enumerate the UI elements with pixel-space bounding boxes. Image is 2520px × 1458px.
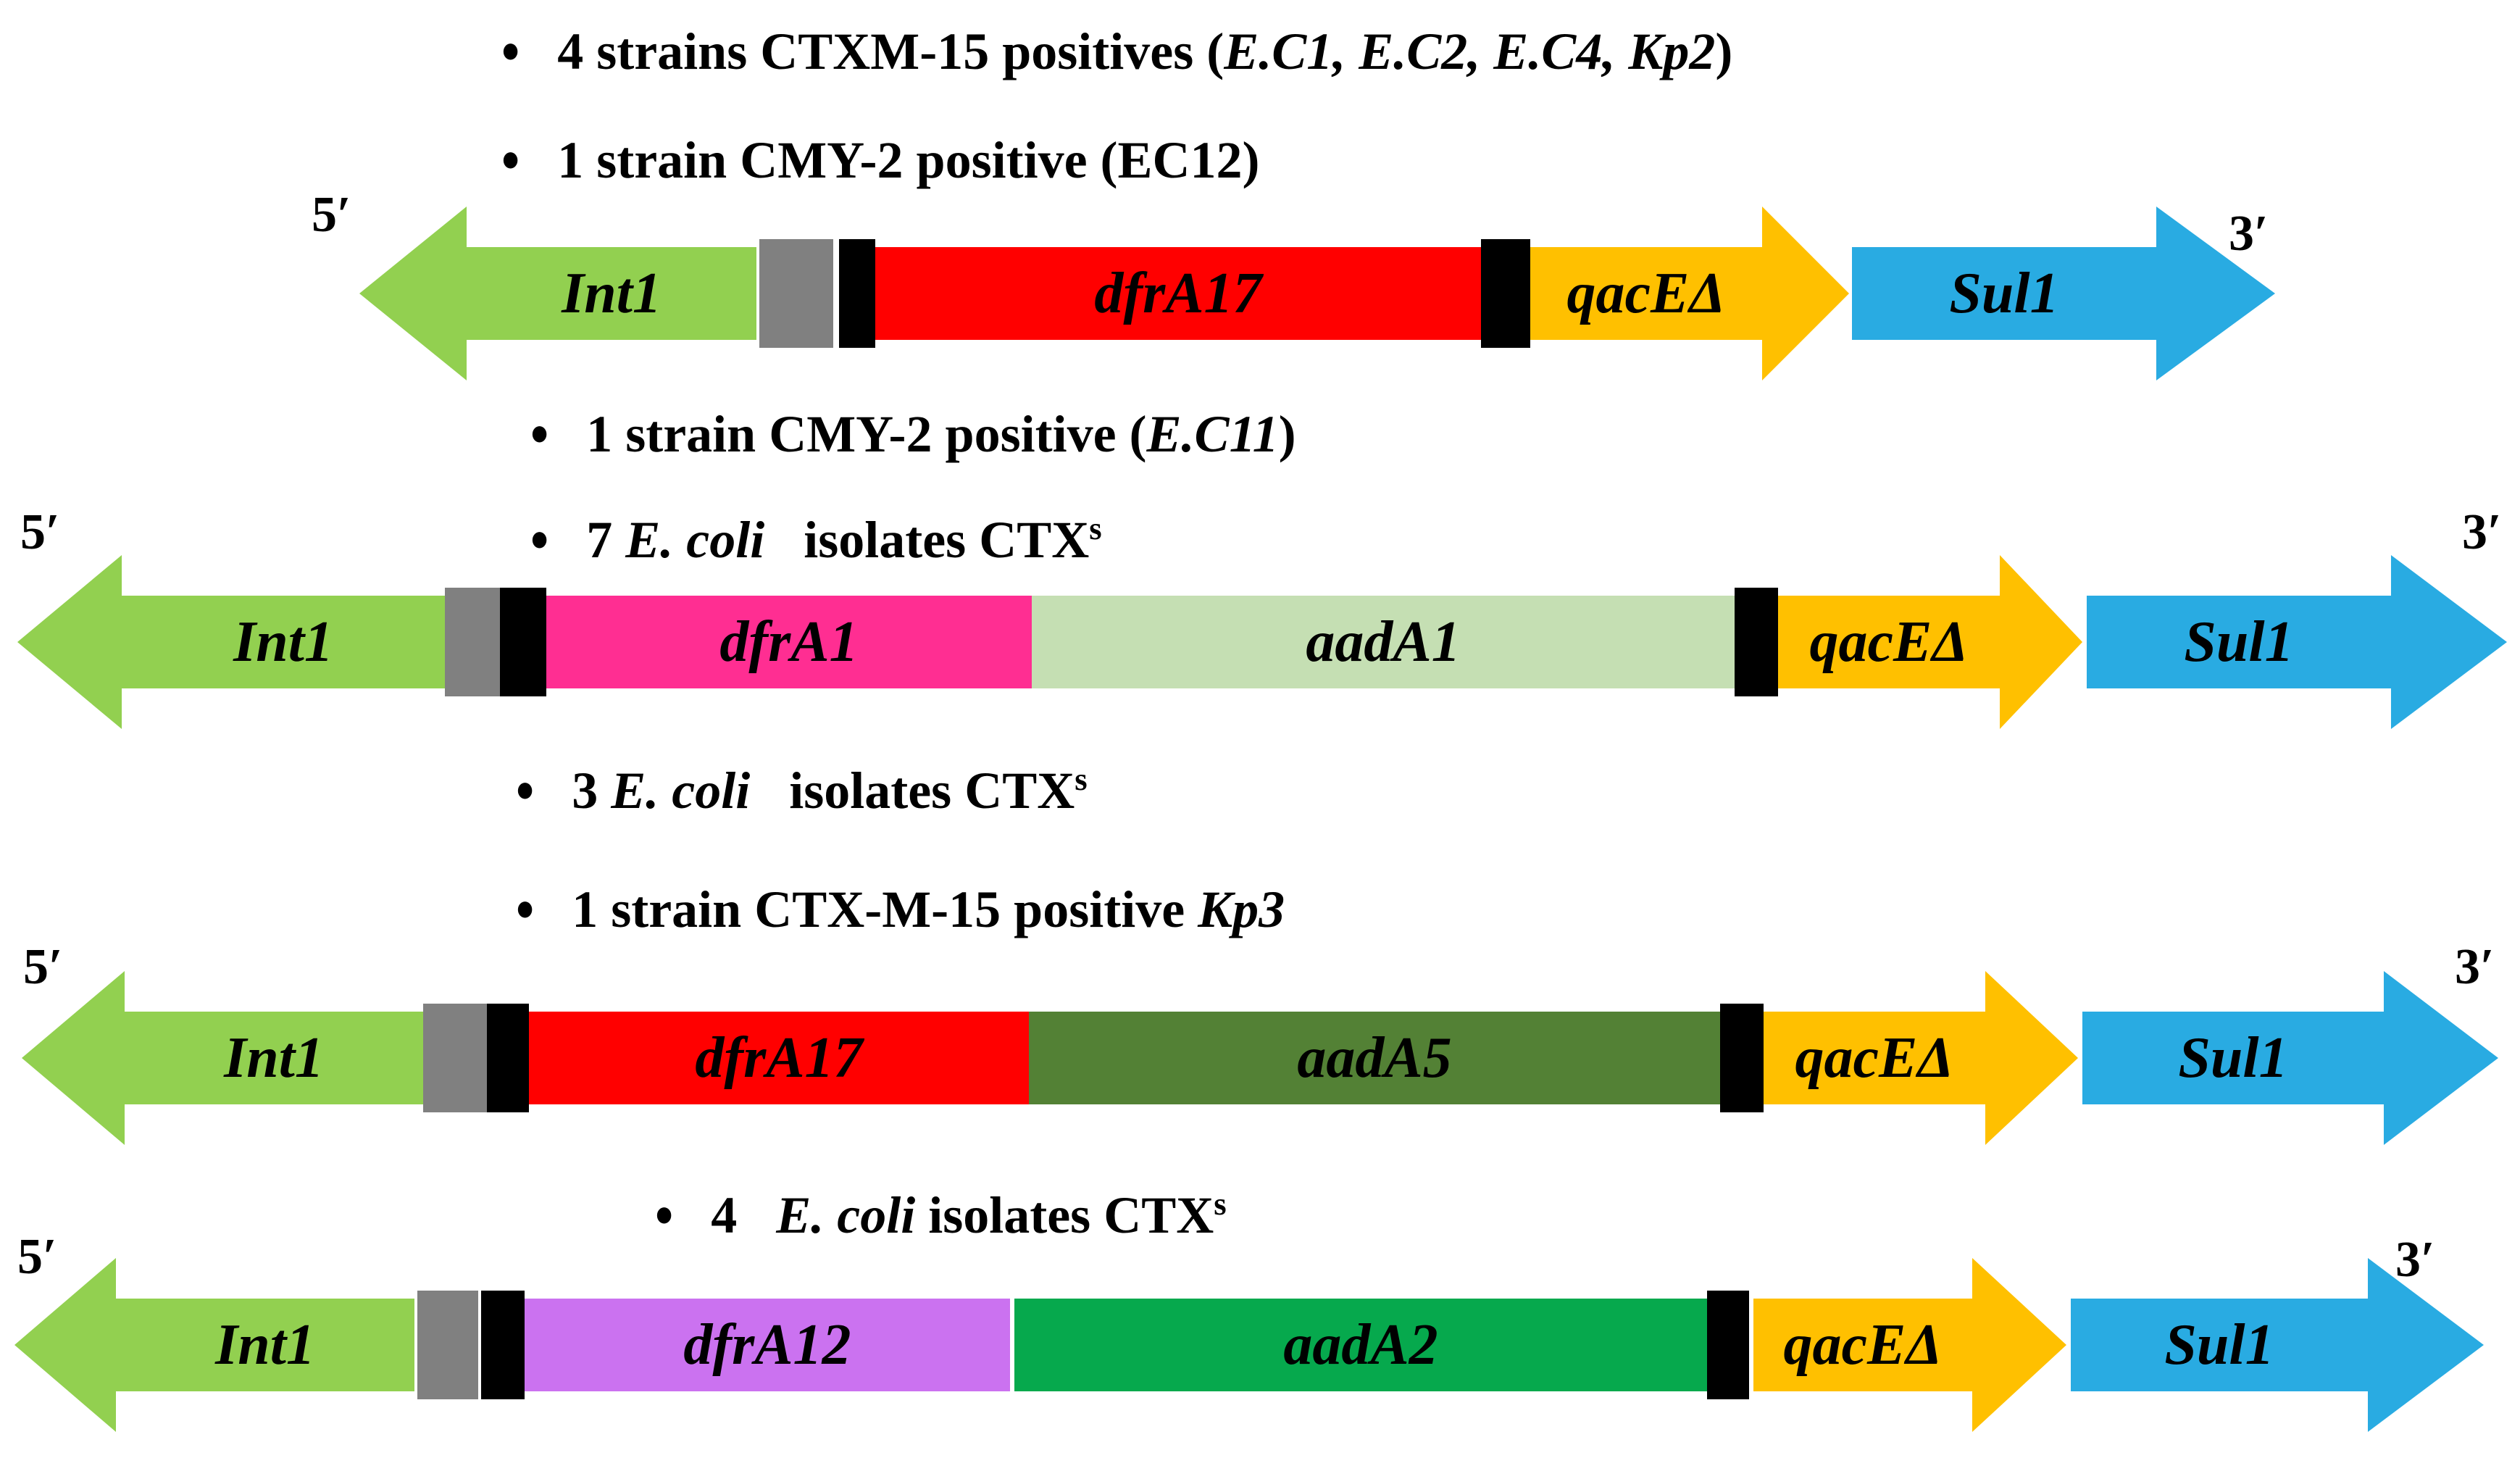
gene-arrow-Int1: Int1 xyxy=(359,207,756,380)
gene-label-Sul1: Sul1 xyxy=(2184,609,2294,674)
bullet-text: ) xyxy=(1278,405,1296,463)
gene-label-qacEΔ: qacEΔ xyxy=(1783,1312,1943,1377)
spacer-block-gray xyxy=(445,588,500,696)
bullet-item-6: • 1 strain CTX-M-15 positive Kp3 xyxy=(516,876,1285,943)
spacer-block-black xyxy=(839,239,875,348)
gene-label-qacEΔ: qacEΔ xyxy=(1809,609,1969,674)
gene-label-dfrA12: dfrA12 xyxy=(683,1312,851,1377)
bullet-item-4: • 7 E. coli isolates CTXs xyxy=(530,507,1102,573)
bullet-text: 4 strains CTXM-15 positives ( xyxy=(557,22,1224,80)
bullet-dot: • xyxy=(516,757,535,824)
gene-block-dfrA17: dfrA17 xyxy=(529,1012,1029,1104)
bullet-dot: • xyxy=(530,400,549,467)
bullet-text: 1 strain CTX-M-15 positive xyxy=(572,880,1198,938)
gene-label-dfrA17: dfrA17 xyxy=(1094,261,1262,325)
spacer-block-black xyxy=(1720,1004,1764,1112)
five-prime-label: 5′ xyxy=(17,1229,57,1285)
bullet-item-5: • 3 E. coli isolates CTXs xyxy=(516,757,1088,824)
bullet-text: isolates CTX xyxy=(764,511,1090,569)
gene-block-aadA5: aadA5 xyxy=(1029,1012,1720,1104)
gene-arrow-qacEΔ: qacEΔ xyxy=(1764,971,2078,1145)
three-prime-label: 3′ xyxy=(2395,1232,2435,1288)
bullet-text-superscript: s xyxy=(1089,510,1102,546)
bullet-text-italic: E. coli xyxy=(625,511,765,569)
gene-label-Sul1: Sul1 xyxy=(2164,1312,2274,1377)
gene-label-Int1: Int1 xyxy=(562,261,662,325)
bullet-text-italic: E. coli xyxy=(611,762,751,820)
gene-label-aadA5: aadA5 xyxy=(1297,1025,1452,1090)
gene-arrow-Int1: Int1 xyxy=(14,1258,414,1432)
gene-block-dfrA12: dfrA12 xyxy=(525,1299,1010,1391)
gene-arrow-Int1: Int1 xyxy=(22,971,423,1145)
spacer-block-gray xyxy=(759,239,833,348)
gene-arrow-qacEΔ: qacEΔ xyxy=(1753,1258,2066,1432)
bullet-text: isolates CTX xyxy=(915,1186,1214,1244)
spacer-block-black xyxy=(487,1004,529,1112)
bullet-text-superscript: s xyxy=(1075,761,1088,797)
bullet-dot: • xyxy=(655,1181,674,1249)
three-prime-label: 3′ xyxy=(2455,939,2495,995)
gene-label-dfrA17: dfrA17 xyxy=(695,1025,863,1090)
gene-label-Sul1: Sul1 xyxy=(2178,1025,2288,1090)
gene-arrow-Int1: Int1 xyxy=(17,555,445,729)
spacer-block-black xyxy=(1735,588,1778,696)
bullet-dot: • xyxy=(516,875,535,943)
spacer-block-gray xyxy=(417,1291,478,1399)
bullet-item-3: • 1 strain CMY-2 positive (E.C11) xyxy=(530,401,1296,467)
bullet-text-italic: E.C11 xyxy=(1146,405,1279,463)
gene-label-dfrA1: dfrA1 xyxy=(719,609,859,674)
three-prime-label: 3′ xyxy=(2462,504,2502,560)
spacer-block-black xyxy=(500,588,546,696)
bullet-text-superscript: s xyxy=(1214,1186,1227,1222)
bullet-text-italic: E. coli xyxy=(776,1186,916,1244)
bullet-dot: • xyxy=(501,17,520,85)
spacer-block-black xyxy=(1481,239,1530,348)
bullet-dot: • xyxy=(501,126,520,193)
gene-label-aadA1: aadA1 xyxy=(1306,609,1461,674)
three-prime-label: 3′ xyxy=(2229,206,2269,262)
bullet-dot: • xyxy=(530,506,549,573)
gene-label-qacEΔ: qacEΔ xyxy=(1566,261,1726,325)
spacer-block-gray xyxy=(423,1004,487,1112)
gene-block-dfrA17: dfrA17 xyxy=(875,247,1481,340)
gene-arrow-Sul1: Sul1 xyxy=(1852,207,2275,380)
bullet-text: isolates CTX xyxy=(750,762,1075,820)
gene-label-Int1: Int1 xyxy=(233,609,333,674)
gene-block-dfrA1: dfrA1 xyxy=(546,596,1032,688)
five-prime-label: 5′ xyxy=(20,504,60,560)
bullet-text-italic: Kp3 xyxy=(1198,880,1285,938)
gene-arrow-Sul1: Sul1 xyxy=(2087,555,2507,729)
five-prime-label: 5′ xyxy=(312,187,351,243)
gene-label-aadA2: aadA2 xyxy=(1283,1312,1438,1377)
gene-arrow-qacEΔ: qacEΔ xyxy=(1778,555,2082,729)
bullet-item-7: • 4 E. coli isolates CTXs xyxy=(655,1182,1227,1249)
gene-label-Int1: Int1 xyxy=(215,1312,315,1377)
gene-label-Int1: Int1 xyxy=(224,1025,324,1090)
bullet-item-2: • 1 strain CMY-2 positive (EC12) xyxy=(501,127,1260,193)
gene-label-qacEΔ: qacEΔ xyxy=(1795,1025,1954,1090)
bullet-text: ) xyxy=(1715,22,1733,80)
bullet-item-1: • 4 strains CTXM-15 positives (E.C1, E.C2… xyxy=(501,18,1733,85)
bullet-text: 3 xyxy=(572,762,612,820)
gene-arrow-Sul1: Sul1 xyxy=(2082,971,2498,1145)
spacer-block-black xyxy=(1707,1291,1749,1399)
spacer-block-black xyxy=(481,1291,525,1399)
bullet-text: 4 xyxy=(711,1186,777,1244)
gene-block-aadA2: aadA2 xyxy=(1014,1299,1707,1391)
gene-block-aadA1: aadA1 xyxy=(1032,596,1735,688)
bullet-text: 1 strain CMY-2 positive ( xyxy=(586,405,1147,463)
five-prime-label: 5′ xyxy=(23,939,63,995)
gene-arrow-qacEΔ: qacEΔ xyxy=(1530,207,1849,380)
gene-label-Sul1: Sul1 xyxy=(1949,261,2059,325)
bullet-text-italic: E.C1, E.C2, E.C4, Kp2 xyxy=(1224,22,1716,80)
bullet-text: 1 strain CMY-2 positive (EC12) xyxy=(557,131,1260,189)
bullet-text: 7 xyxy=(586,511,626,569)
